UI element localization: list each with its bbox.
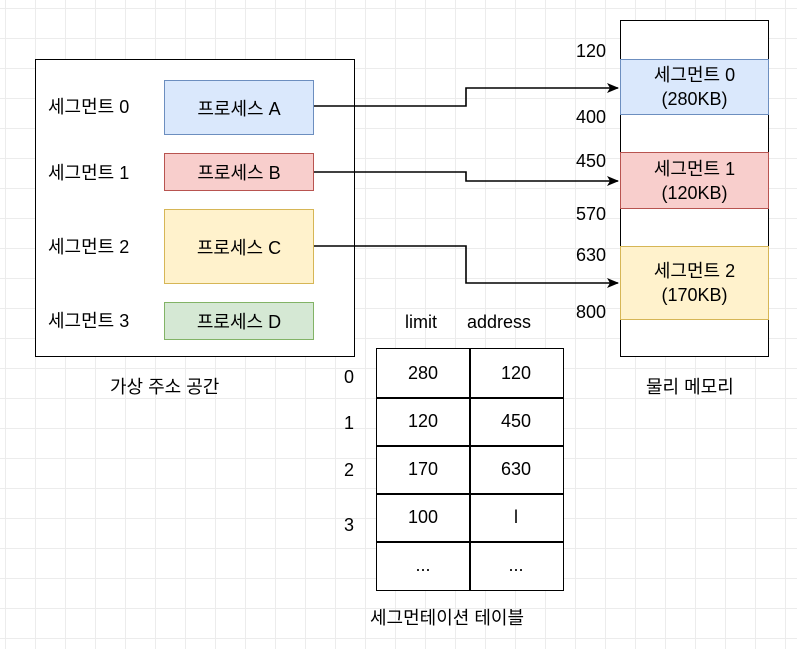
table-row-index-2: 2 <box>344 460 355 480</box>
segment-table: 280 120 120 450 170 630 100 l ... ... <box>376 348 564 591</box>
table-row-index-0: 0 <box>344 367 355 387</box>
table-row-divider <box>377 541 563 543</box>
table-header-address: address <box>467 312 532 332</box>
table-row-divider <box>377 493 563 495</box>
process-c-block: 프로세스 C <box>164 209 314 284</box>
table-row-divider <box>377 445 563 447</box>
table-cell-address-2: 630 <box>500 458 532 479</box>
arrow-a-to-segment-0 <box>314 83 619 107</box>
segment-table-caption: 세그먼테이션 테이블 <box>370 608 525 628</box>
memory-segment-0: 세그먼트 0 (280KB) <box>620 59 769 115</box>
table-cell-address-0: 120 <box>500 362 532 383</box>
table-row-divider <box>377 397 563 399</box>
table-cell-address-1: 450 <box>500 410 532 431</box>
memory-segment-1: 세그먼트 1 (120KB) <box>620 152 769 209</box>
segment-label-1: 세그먼트 1 <box>48 163 130 183</box>
table-cell-limit-3: 100 <box>407 506 439 527</box>
memory-address-start-1: 450 <box>576 151 607 171</box>
memory-address-end-1: 570 <box>576 204 607 224</box>
memory-address-end-2: 800 <box>576 302 607 322</box>
arrow-b-to-segment-1 <box>314 171 619 186</box>
arrow-c-to-segment-2 <box>314 245 619 288</box>
virtual-space-caption: 가상 주소 공간 <box>110 377 220 397</box>
segment-label-0: 세그먼트 0 <box>48 97 130 117</box>
memory-segment-2: 세그먼트 2 (170KB) <box>620 246 769 320</box>
table-cell-address-3: l <box>514 506 518 527</box>
table-header-limit: limit <box>405 312 437 332</box>
table-cell-limit-1: 120 <box>407 410 439 431</box>
table-cell-limit-0: 280 <box>407 362 439 383</box>
process-a-block: 프로세스 A <box>164 80 314 135</box>
memory-address-start-0: 120 <box>576 41 607 61</box>
memory-segment-0-size: (280KB) <box>661 89 728 109</box>
memory-segment-2-name: 세그먼트 2 <box>653 261 736 281</box>
table-cell-limit-2: 170 <box>407 458 439 479</box>
table-row-index-3: 3 <box>344 515 355 535</box>
table-cell-limit-4: ... <box>415 554 431 575</box>
table-row-index-1: 1 <box>344 413 355 433</box>
memory-segment-2-size: (170KB) <box>661 285 728 305</box>
physical-memory-caption: 물리 메모리 <box>646 377 734 397</box>
memory-address-start-2: 630 <box>576 245 607 265</box>
memory-address-end-0: 400 <box>576 107 607 127</box>
table-cell-address-4: ... <box>508 554 524 575</box>
memory-segment-1-name: 세그먼트 1 <box>653 158 736 179</box>
segment-label-2: 세그먼트 2 <box>48 237 130 257</box>
memory-segment-1-size: (120KB) <box>661 182 728 203</box>
process-b-block: 프로세스 B <box>164 153 314 191</box>
table-column-divider <box>469 349 471 590</box>
process-d-block: 프로세스 D <box>164 302 314 340</box>
memory-segment-0-name: 세그먼트 0 <box>653 65 736 85</box>
segment-label-3: 세그먼트 3 <box>48 311 130 331</box>
